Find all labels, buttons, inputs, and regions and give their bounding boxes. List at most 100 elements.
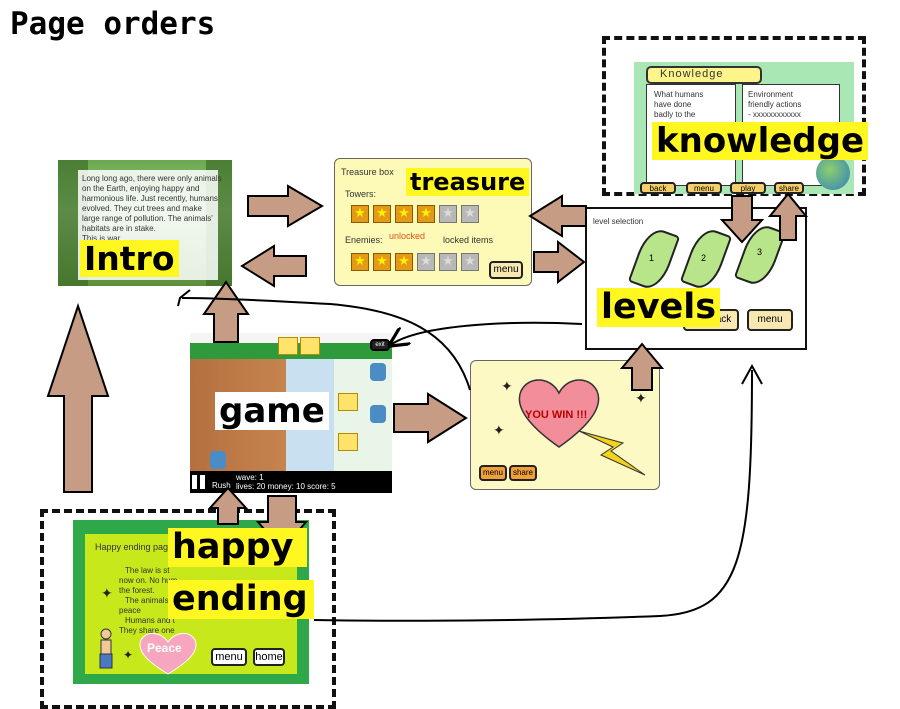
intro-story-line: harmonious life. Just recently, humans xyxy=(82,194,218,203)
game-stats: lives: 20 money: 10 score: 5 xyxy=(236,482,336,491)
arrow-levels-to-treasure xyxy=(528,194,587,238)
treasure-menu-button[interactable]: menu xyxy=(489,261,523,279)
intro-story-line: on the Earth, enjoying happy and xyxy=(82,184,200,193)
knowledge-header: Knowledge xyxy=(660,68,724,80)
level-number: 2 xyxy=(701,253,707,263)
arrow-win-to-levels xyxy=(619,342,665,391)
levels-menu-button[interactable]: menu xyxy=(747,309,793,331)
win-text: YOU WIN !!! xyxy=(525,409,588,421)
happy-story-line: Humans and t xyxy=(125,616,175,625)
win-menu-button[interactable]: menu xyxy=(479,465,507,481)
win-panel[interactable]: YOU WIN !!! ✦ ✦ ✦ menu share xyxy=(470,360,660,490)
heart-icon xyxy=(515,375,603,449)
intro-story-line: evolved. They cut trees and make xyxy=(82,204,202,213)
knowledge-share-button[interactable]: share xyxy=(774,182,804,194)
level-number: 3 xyxy=(757,247,763,257)
levels-label: levels xyxy=(597,288,721,327)
knowledge-left-line: badly to the xyxy=(654,110,696,119)
arrow-intro-to-treasure xyxy=(247,184,324,228)
happy-home-button[interactable]: home xyxy=(253,648,285,666)
unlocked-label: unlocked xyxy=(389,231,426,241)
lightning-icon xyxy=(577,429,647,479)
tower-icon[interactable] xyxy=(338,433,358,451)
arrow-happy-to-game xyxy=(207,486,249,525)
locked-tower-icon: ★ xyxy=(439,205,457,223)
happy-header: Happy ending page xyxy=(95,542,174,552)
tower-icon[interactable] xyxy=(300,337,320,355)
line-happy-to-levels-head xyxy=(741,363,763,385)
page-title: Page orders xyxy=(10,6,216,42)
tower-icon[interactable] xyxy=(338,393,358,411)
tower-star-icon[interactable]: ★ xyxy=(373,205,391,223)
sparkle-icon: ✦ xyxy=(123,648,134,662)
knowledge-left-line: have done xyxy=(654,100,692,109)
tower-star-icon[interactable]: ★ xyxy=(351,205,369,223)
enemy-icon xyxy=(210,451,226,469)
arrow-treasure-to-intro xyxy=(240,244,307,288)
levels-header: level selection xyxy=(593,217,644,226)
happy-story-line: The animals xyxy=(125,596,169,605)
knowledge-menu-button[interactable]: menu xyxy=(686,182,722,194)
knowledge-label: knowledge xyxy=(652,122,869,160)
happy-story-line: now on. No hum xyxy=(119,576,178,585)
sparkle-icon: ✦ xyxy=(635,391,647,407)
happy-label-line2: ending xyxy=(168,580,314,619)
pause-icon[interactable] xyxy=(192,475,197,489)
peace-heart-icon xyxy=(137,630,199,676)
enemies-label: Enemies: xyxy=(345,235,383,245)
knowledge-header-box xyxy=(646,66,762,84)
arrow-treasure-to-levels xyxy=(533,239,586,285)
game-label: game xyxy=(215,392,329,430)
happy-label-line1: happy xyxy=(168,528,308,567)
knowledge-right-line: - xxxxxxxxxxxx xyxy=(748,110,801,119)
arrow-levels-to-knowledge xyxy=(767,192,809,241)
happy-story-line: the forest. xyxy=(119,586,155,595)
intro-story-line: habitats are in stake. xyxy=(82,224,156,233)
locked-enemy-icon: ★ xyxy=(439,253,457,271)
enemy-icon xyxy=(370,405,386,423)
intro-story-line: large range of pollution. The animals' xyxy=(82,214,213,223)
line-happy-to-levels xyxy=(313,369,753,622)
locked-tower-icon: ★ xyxy=(461,205,479,223)
person-icon xyxy=(95,628,117,672)
arrow-game-to-intro xyxy=(202,280,250,343)
enemy-star-icon[interactable]: ★ xyxy=(373,253,391,271)
pause-icon-bar xyxy=(200,475,205,489)
happy-story-line: They share one xyxy=(119,626,175,635)
happy-menu-button[interactable]: menu xyxy=(211,648,247,666)
treasure-header: Treasure box xyxy=(341,167,394,177)
towers-label: Towers: xyxy=(345,189,377,199)
tower-star-icon[interactable]: ★ xyxy=(417,205,435,223)
sparkle-icon: ✦ xyxy=(493,423,505,439)
arrow-happy-to-intro xyxy=(46,302,110,493)
locked-items-label: locked items xyxy=(443,235,494,245)
sparkle-icon: ✦ xyxy=(101,586,113,602)
knowledge-back-button[interactable]: back xyxy=(640,182,676,194)
tower-icon[interactable] xyxy=(278,337,298,355)
knowledge-dashed-frame xyxy=(602,36,866,196)
level-number: 1 xyxy=(649,253,655,263)
globe-icon xyxy=(816,156,850,190)
win-share-button[interactable]: share xyxy=(509,465,537,481)
rush-label[interactable]: Rush xyxy=(212,481,231,490)
happy-story-line: peace xyxy=(119,606,141,615)
enemy-star-icon[interactable]: ★ xyxy=(351,253,369,271)
game-hud-bar xyxy=(190,471,392,493)
knowledge-right-line: Environment xyxy=(748,90,793,99)
line-win-to-intro xyxy=(181,297,471,391)
intro-label: Intro xyxy=(80,240,179,277)
peace-text: Peace xyxy=(147,641,182,655)
knowledge-play-button[interactable]: play xyxy=(730,182,766,194)
line-win-to-intro-head xyxy=(177,289,191,307)
locked-enemy-icon: ★ xyxy=(417,253,435,271)
arrow-game-to-win xyxy=(393,392,468,444)
wave-label: wave: 1 xyxy=(236,473,264,482)
treasure-panel[interactable]: Treasure box Towers: ★ ★ ★ ★ ★ ★ Enemies… xyxy=(334,158,532,286)
intro-story-line: Long long ago, there were only animals xyxy=(82,174,222,183)
locked-enemy-icon: ★ xyxy=(461,253,479,271)
knowledge-right-line: friendly actions xyxy=(748,100,802,109)
tower-star-icon[interactable]: ★ xyxy=(395,205,413,223)
enemy-star-icon[interactable]: ★ xyxy=(395,253,413,271)
sparkle-icon: ✦ xyxy=(501,379,513,395)
